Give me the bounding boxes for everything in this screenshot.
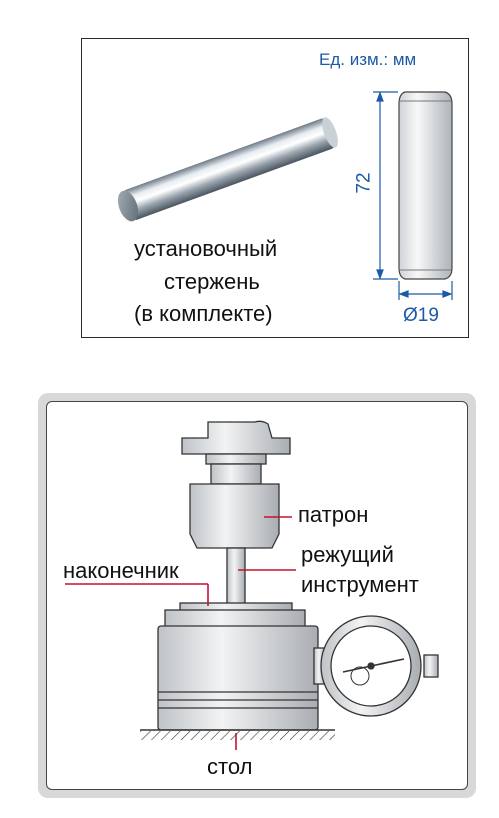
diameter-dimension-value: Ø19 bbox=[403, 305, 439, 326]
dial-indicator bbox=[320, 615, 439, 717]
length-dimension-line bbox=[373, 91, 398, 280]
table-surface bbox=[140, 729, 335, 740]
setting-rod-side-view bbox=[398, 91, 453, 280]
cutting-tool bbox=[226, 547, 246, 607]
height-setter-base bbox=[157, 602, 327, 731]
units-label: Ед. изм.: мм bbox=[319, 50, 417, 69]
leader-lines bbox=[65, 516, 296, 750]
rod-caption-line3: (в комплекте) bbox=[134, 301, 273, 326]
diameter-dimension-line bbox=[398, 281, 453, 300]
chuck bbox=[189, 483, 280, 549]
spindle-flange bbox=[181, 420, 291, 485]
label-cutting-tool-line2: инструмент bbox=[301, 572, 419, 597]
label-chuck: патрон bbox=[298, 502, 369, 527]
rod-caption-line2: стержень bbox=[164, 269, 260, 294]
label-cutting-tool-line1: режущий bbox=[301, 542, 394, 567]
label-tip: наконечник bbox=[63, 558, 179, 583]
rod-caption-line1: установочный bbox=[134, 236, 278, 261]
label-table: стол bbox=[207, 754, 253, 779]
setting-rod-image bbox=[117, 117, 338, 222]
